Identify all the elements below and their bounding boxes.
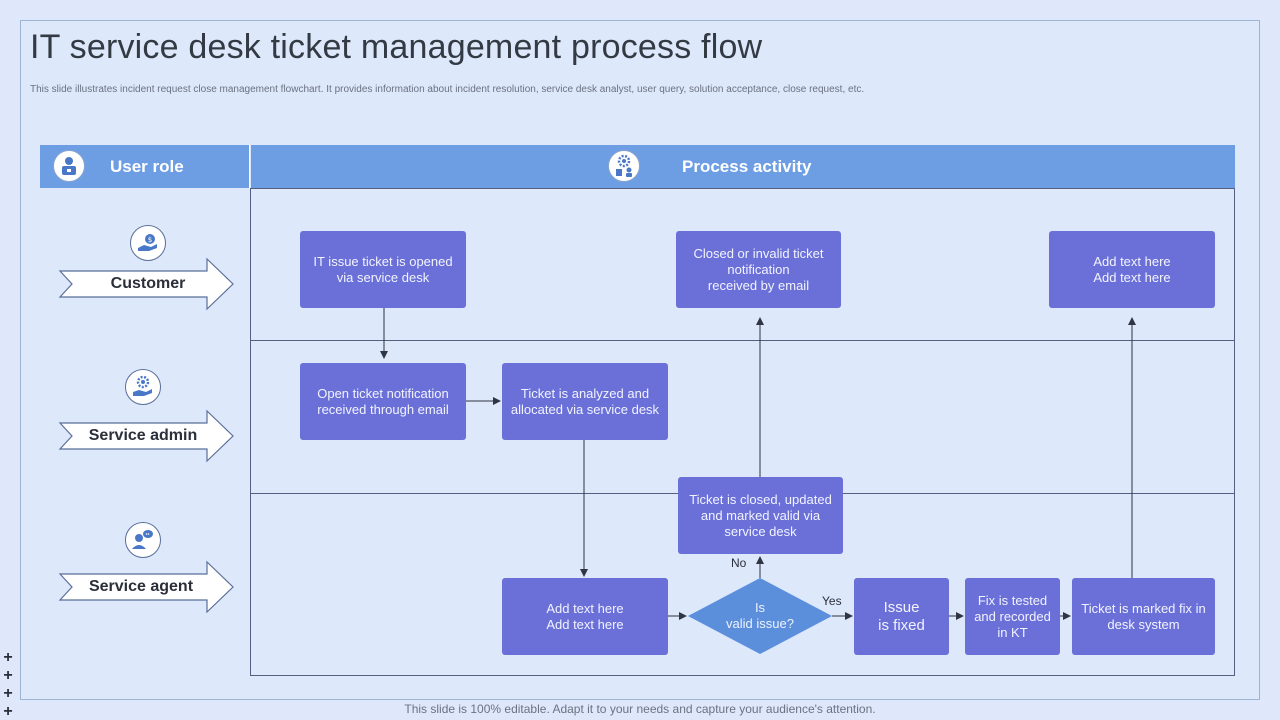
decision-yes-label: Yes bbox=[822, 594, 842, 608]
service-agent-arrow-shape bbox=[58, 560, 234, 614]
decision-diamond bbox=[688, 578, 832, 654]
plus-icon: + bbox=[3, 649, 13, 666]
page-title: IT service desk ticket management proces… bbox=[30, 28, 763, 66]
step-add-text-agent: Add text here Add text here bbox=[502, 578, 668, 655]
role-service-admin: Service admin bbox=[88, 427, 198, 444]
hand-gear-icon bbox=[125, 369, 161, 405]
user-role-header-label: User role bbox=[110, 157, 184, 176]
step-marked-fix: Ticket is marked fix in desk system bbox=[1072, 578, 1215, 655]
step-closed-updated: Ticket is closed, updated and marked val… bbox=[678, 477, 843, 554]
step-add-text-customer: Add text here Add text here bbox=[1049, 231, 1215, 308]
step-fix-tested: Fix is tested and recorded in KT bbox=[965, 578, 1060, 655]
swimlane-grid bbox=[250, 188, 1235, 676]
person-chat-icon bbox=[125, 522, 161, 558]
service-admin-arrow-shape bbox=[58, 409, 234, 463]
step-ticket-opened: IT issue ticket is opened via service de… bbox=[300, 231, 466, 308]
step-issue-fixed: Issue is fixed bbox=[854, 578, 949, 655]
page-subtitle: This slide illustrates incident request … bbox=[30, 84, 865, 95]
role-customer: Customer bbox=[110, 275, 186, 292]
step-open-notification: Open ticket notification received throug… bbox=[300, 363, 466, 440]
process-activity-header-label: Process activity bbox=[682, 157, 812, 176]
decision-label: Is valid issue? bbox=[726, 600, 794, 631]
id-badge-icon bbox=[53, 150, 85, 182]
process-activity-header: Process activity bbox=[251, 145, 1235, 188]
gear-process-icon bbox=[608, 150, 640, 182]
plus-icon: + bbox=[3, 703, 13, 720]
decision-no-label: No bbox=[731, 556, 747, 570]
lane-divider-1 bbox=[250, 340, 1235, 341]
role-service-agent: Service agent bbox=[88, 578, 194, 595]
footer-note: This slide is 100% editable. Adapt it to… bbox=[404, 702, 876, 716]
step-analyzed-allocated: Ticket is analyzed and allocated via ser… bbox=[502, 363, 668, 440]
plus-icon: + bbox=[3, 685, 13, 702]
plus-icon: + bbox=[3, 667, 13, 684]
step-closed-invalid-notification: Closed or invalid ticket notification re… bbox=[676, 231, 841, 308]
hand-dollar-icon: $ bbox=[130, 225, 166, 261]
customer-arrow-shape bbox=[58, 257, 234, 311]
svg-text:$: $ bbox=[148, 236, 152, 244]
